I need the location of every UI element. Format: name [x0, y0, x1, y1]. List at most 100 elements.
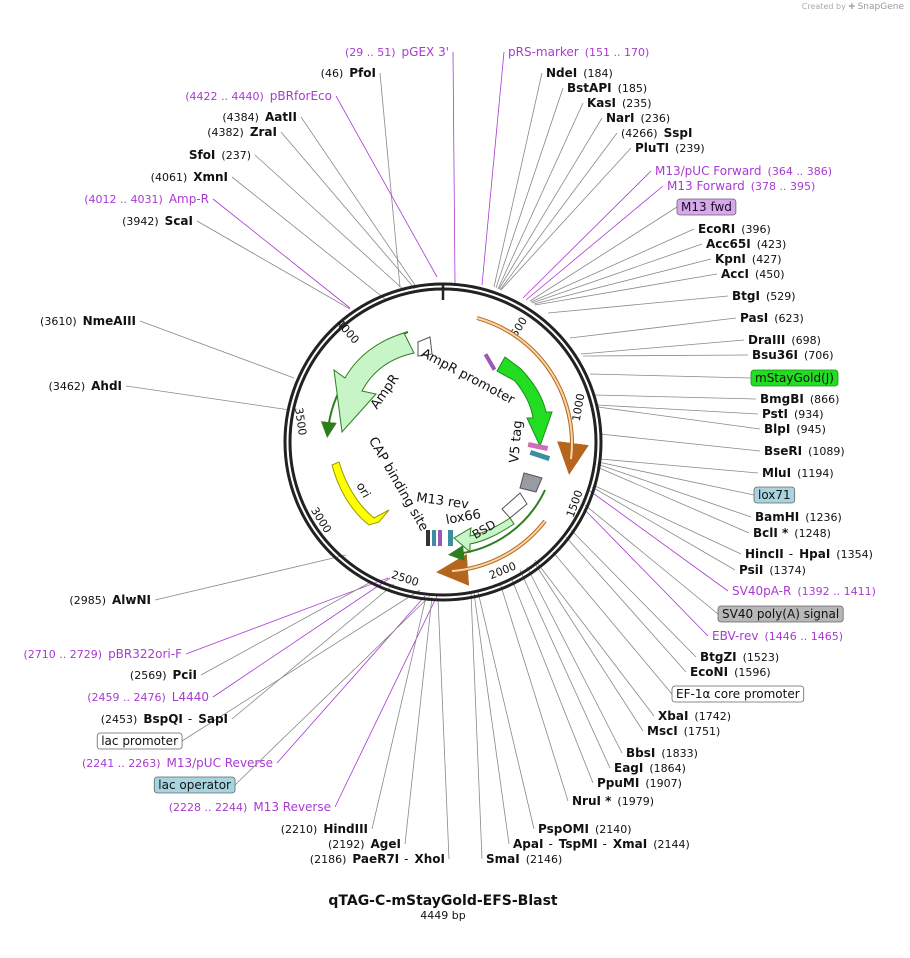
- enzyme-label: PpuMI(1907): [597, 776, 682, 790]
- enzyme-label: PspOMI(2140): [538, 822, 632, 836]
- leader-line: [254, 154, 406, 292]
- enzyme-label: (2985)AlwNI: [69, 593, 151, 607]
- primer-label: (2710 .. 2729)pBR322ori-F: [24, 647, 183, 661]
- leader-line: [589, 490, 729, 592]
- enzyme-label: Bsu36I(706): [752, 348, 834, 362]
- enzyme-label: BmgBI(866): [760, 392, 839, 406]
- enzyme-label: MscI(1751): [647, 724, 720, 738]
- leader-line: [212, 577, 391, 698]
- feature-mstaygold-link: [483, 353, 497, 371]
- leader-line: [154, 554, 347, 601]
- leader-line: [125, 385, 291, 411]
- enzyme-label: (2453)BspQI-SapI: [101, 712, 228, 726]
- enzyme-label: PstI(934): [762, 407, 824, 421]
- leader-line: [596, 466, 750, 534]
- enzyme-label: BtgI(529): [732, 289, 796, 303]
- leader-line: [533, 561, 644, 732]
- leader-line: [526, 566, 623, 754]
- feature-label-box: [153, 776, 236, 794]
- enzyme-label: MluI(1194): [762, 466, 834, 480]
- feature-cap-binding-site: [426, 530, 430, 546]
- feature-ampr-promoter-arrow: [417, 336, 433, 357]
- leader-line: [500, 147, 632, 291]
- plasmid-length: 4449 bp: [420, 909, 465, 922]
- span-arrow-outer-bg: [476, 317, 573, 460]
- enzyme-label: Acc65I(423): [706, 237, 786, 251]
- enzyme-label: NruI *(1979): [572, 794, 654, 808]
- leader-line: [569, 317, 737, 339]
- label-m13-rev: M13 rev: [415, 490, 470, 512]
- backbone-inner: [288, 287, 598, 597]
- leader-line: [181, 589, 421, 742]
- leader-line: [530, 228, 695, 303]
- snapgene-logo-icon: ✚: [848, 2, 856, 11]
- tick-label: 3500: [292, 407, 309, 437]
- leader-line: [525, 185, 664, 301]
- leader-line: [470, 592, 483, 860]
- leader-line: [493, 72, 543, 288]
- leader-line: [580, 339, 745, 355]
- feature-lox71-marker: [527, 441, 549, 452]
- primer-label: M13 Forward(378 .. 395): [667, 179, 815, 193]
- enzyme-label: (2186)PaeR7I-XhoI: [310, 852, 445, 866]
- feature-bsd-arrow: [453, 517, 515, 554]
- leader-line: [597, 406, 761, 430]
- feature-label: lac operator: [158, 778, 231, 792]
- enzyme-label: (2192)AgeI: [328, 837, 401, 851]
- leader-line: [495, 87, 564, 289]
- enzyme-label: BtgZI(1523): [700, 650, 779, 664]
- feature-lac-operator: [432, 530, 436, 546]
- feature-promoter-arrow: [501, 492, 528, 519]
- enzyme-label: BamHI(1236): [755, 510, 842, 524]
- leader-line: [533, 258, 712, 305]
- enzyme-label: (4384)AatII: [222, 110, 297, 124]
- leader-line: [599, 433, 761, 452]
- leader-line: [200, 582, 370, 676]
- span-arrow-lower-bg: [451, 520, 546, 572]
- feature-ori-arrow: [331, 461, 390, 526]
- leader-line: [280, 131, 416, 290]
- primer-label: (29 .. 51)pGEX 3': [345, 45, 449, 59]
- primer-label: pRS-marker(151 .. 170): [508, 45, 649, 59]
- enzyme-label: KpnI(427): [715, 252, 782, 266]
- feature-mstaygold-arrow: [496, 356, 553, 448]
- leader-line: [589, 373, 752, 379]
- leader-line: [599, 458, 759, 474]
- outer-labels: (29 .. 51)pGEX 3' pRS-marker(151 .. 170) (…: [24, 45, 876, 866]
- leader-line: [481, 51, 505, 286]
- enzyme-label: BbsI(1833): [626, 746, 698, 760]
- enzyme-label: (4061)XmnI: [151, 170, 228, 184]
- enzyme-label: BlpI(945): [764, 422, 826, 436]
- enzyme-label: (2569)PciI: [130, 668, 197, 682]
- leader-line: [497, 102, 584, 290]
- leader-line: [547, 295, 729, 314]
- enzyme-label: EcoRI(396): [698, 222, 771, 236]
- feature-label-box: [753, 486, 796, 504]
- leader-line: [519, 569, 611, 769]
- enzyme-label: DraIII(698): [748, 333, 821, 347]
- enzyme-label: (3462)AhdI: [49, 379, 122, 393]
- primer-label: (4012 .. 4031)Amp-R: [84, 192, 209, 206]
- enzyme-label: EcoNI(1596): [690, 665, 771, 679]
- feature-label: M13 fwd: [681, 200, 732, 214]
- leader-line: [570, 529, 697, 658]
- feature-label: lox71: [758, 488, 791, 502]
- enzyme-label: XbaI(1742): [658, 709, 731, 723]
- label-lox66: lox66: [445, 507, 482, 528]
- feature-label-box: [750, 369, 839, 387]
- leader-line: [552, 551, 673, 695]
- feature-label-box: [671, 685, 805, 703]
- enzyme-label: ApaI-TspMI-XmaI(2144): [513, 837, 690, 851]
- feature-lox66: [448, 530, 453, 546]
- leader-line: [499, 582, 569, 802]
- leader-line: [335, 95, 438, 278]
- plasmid-name: qTAG-C-mStayGold-EFS-Blast: [328, 893, 558, 909]
- leader-line: [276, 595, 426, 764]
- feature-label: lac promoter: [101, 734, 178, 748]
- enzyme-label: PasI(623): [740, 311, 804, 325]
- leader-lines: [125, 51, 761, 860]
- enzyme-label: PluTI(239): [635, 141, 705, 155]
- enzyme-label: AccI(450): [721, 267, 785, 281]
- leader-line: [592, 484, 742, 555]
